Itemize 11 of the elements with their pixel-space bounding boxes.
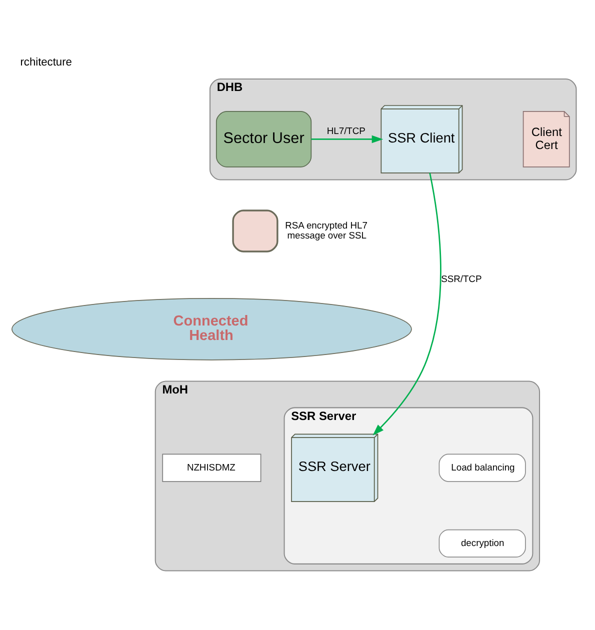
node-box: Load balancing: [438, 453, 526, 482]
diagram-title: rchitecture: [20, 56, 72, 68]
arrow: [372, 172, 442, 435]
node-label: RSA encrypted HL7 message over SSL: [285, 218, 368, 240]
node-ellipse: Connected Health: [12, 298, 412, 360]
node-box: Sector User: [216, 110, 312, 167]
node-box: decryption: [438, 528, 526, 558]
edge-label: HL7/TCP: [326, 124, 366, 136]
edge-label: SSR/TCP: [441, 272, 482, 284]
arrow: [311, 134, 384, 143]
node-box: NZHISDMZ: [162, 453, 262, 482]
